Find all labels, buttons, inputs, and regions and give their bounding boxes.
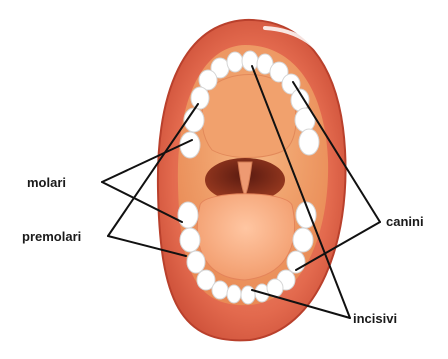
label-canini: canini — [386, 214, 424, 229]
label-premolari: premolari — [22, 229, 81, 244]
label-molari: molari — [27, 175, 66, 190]
label-incisivi: incisivi — [353, 311, 397, 326]
